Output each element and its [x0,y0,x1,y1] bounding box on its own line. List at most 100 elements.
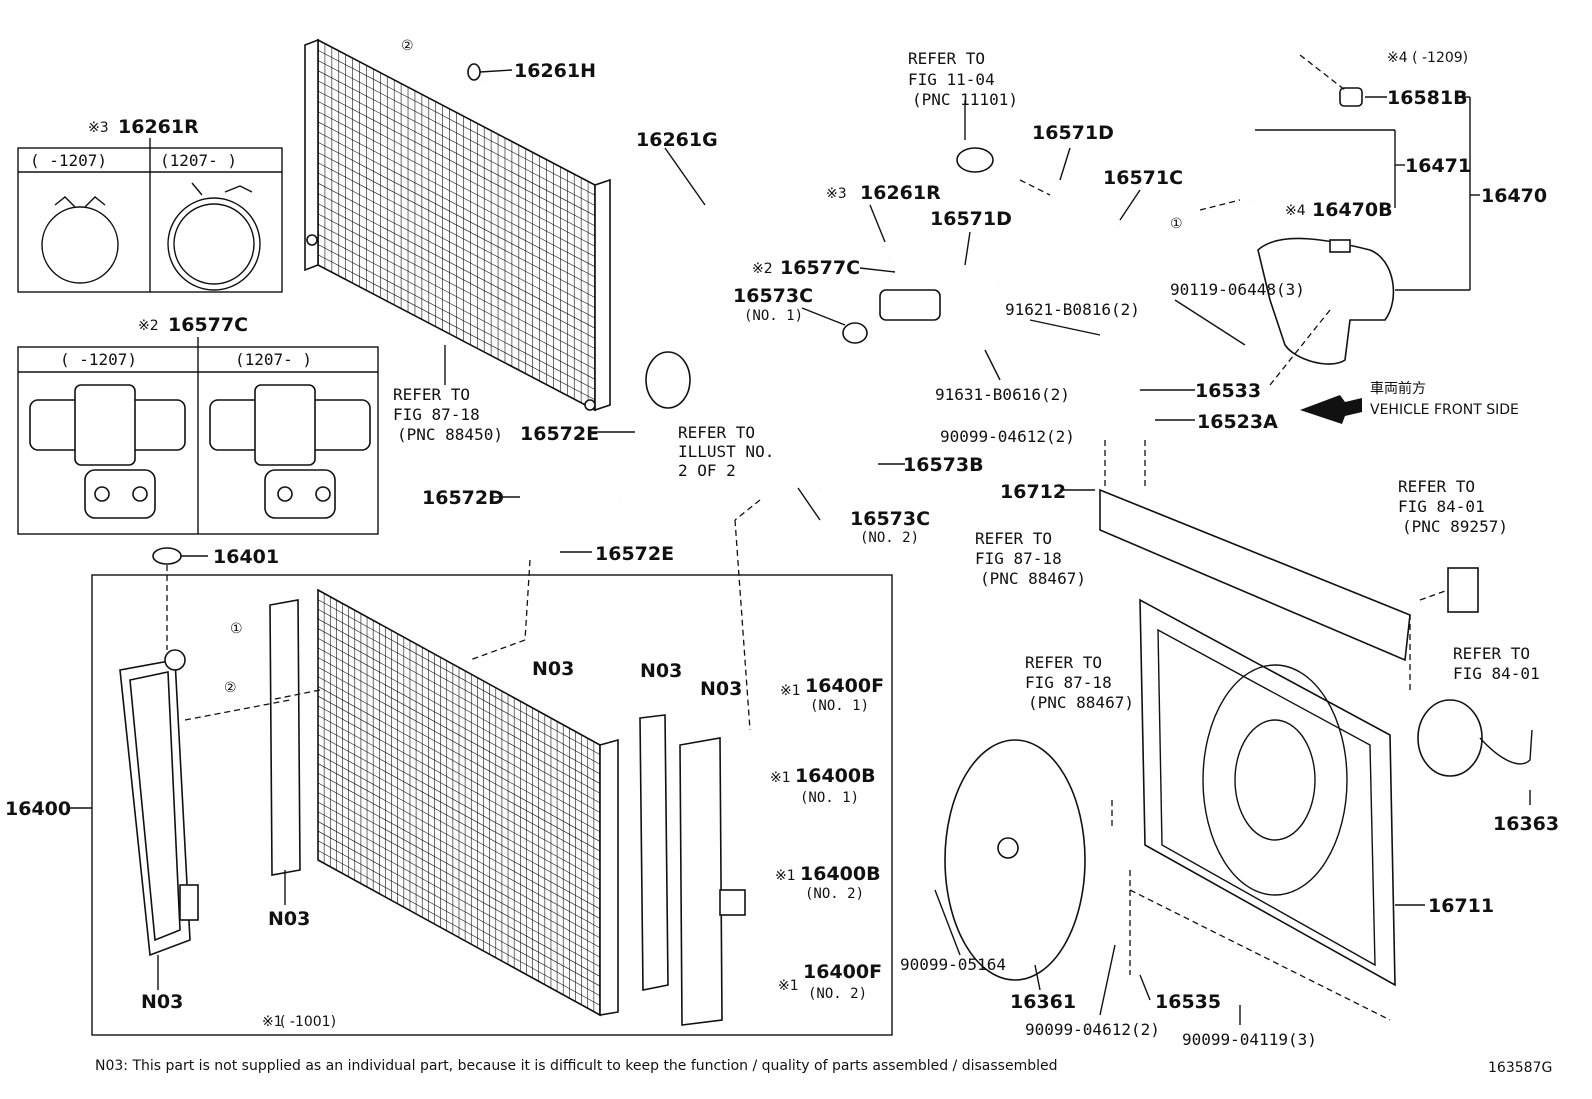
label-16573C-1: 16573C [733,285,813,307]
n03-right-tank: N03 [700,678,742,700]
svg-text:(PNC 89257): (PNC 89257) [1402,517,1508,536]
inset-hose-col1: ( -1207) [60,350,137,369]
vehicle-front-jp: 車両前方 [1370,380,1426,397]
inset-clamp-col2: (1207- ) [160,151,237,170]
label-90099-04612-a: 90099-04612(2) [940,427,1075,446]
label-16572E-2: 16572E [595,543,674,565]
guide-lines [166,54,1449,1021]
label-91621: 91621-B0816(2) [1005,300,1140,319]
marker-1-reservoir: ① [1170,216,1183,232]
svg-text:REFER TO: REFER TO [1398,477,1475,496]
label-90099-04612-b: 90099-04612(2) [1025,1020,1160,1039]
label-16261R: 16261R [860,182,941,204]
label-16712: 16712 [1000,481,1066,503]
label-90099-04119: 90099-04119(3) [1182,1030,1317,1049]
svg-text:REFER TO: REFER TO [1453,644,1530,663]
vehicle-front-en: VEHICLE FRONT SIDE [1370,402,1519,418]
gasket-left [269,599,301,876]
svg-text:FIG 84-01: FIG 84-01 [1398,497,1485,516]
label-16571D-2: 16571D [930,208,1012,230]
refer-illust-2-of-2[interactable]: REFER TO ILLUST NO. 2 OF 2 [678,423,774,480]
mark-16577C: ※2 [752,261,773,277]
note-4-range: ※4 ( -1209) [1387,50,1468,66]
label-16711: 16711 [1428,895,1494,917]
marker-1-box: ① [230,621,243,637]
inset-hose-part: 16577C [168,314,248,336]
label-16470B: 16470B [1312,199,1393,221]
label-16581B: 16581B [1387,87,1468,109]
box-note-range: ( -1001) [280,1014,336,1030]
label-16401: 16401 [213,546,279,568]
fan-16361 [944,739,1086,981]
n03-gasket-right: N03 [640,660,682,682]
sub-16573C-1: (NO. 1) [744,308,803,324]
label-16261H: 16261H [514,60,596,82]
refer-fig-84-01[interactable]: REFER TO FIG 84-01 [1453,644,1540,683]
radiator-assembly-box [91,574,893,1036]
gasket-right [639,714,669,991]
label-16261G: 16261G [636,129,718,151]
label-16571D-1: 16571D [1032,122,1114,144]
mark-16400B-1: ※1 [770,770,791,786]
label-16571C: 16571C [1103,167,1183,189]
mark-16470B: ※4 [1285,203,1306,219]
sub-16400B-2: (NO. 2) [805,886,864,902]
leader-lines [157,69,1531,1025]
label-16400: 16400 [5,798,71,820]
refer-fig-11-04[interactable]: REFER TO FIG 11-04 (PNC 11101) [908,49,1018,109]
svg-text:REFER TO: REFER TO [908,49,985,68]
svg-text:REFER TO: REFER TO [975,529,1052,548]
svg-text:(PNC 11101): (PNC 11101) [912,90,1018,109]
label-16470: 16470 [1481,185,1547,207]
condenser-drawing [304,38,611,412]
svg-text:FIG 87-18: FIG 87-18 [393,405,480,424]
inset-clamp-mark: ※3 [88,120,109,136]
label-16471: 16471 [1405,155,1471,177]
radiator-core [317,588,619,1017]
label-16400B-2: 16400B [800,863,881,885]
svg-text:ILLUST NO.: ILLUST NO. [678,442,774,461]
refer-fig-87-18-88450[interactable]: REFER TO FIG 87-18 (PNC 88450) [393,385,503,444]
fan-shroud-16711 [1139,598,1396,987]
label-16535: 16535 [1155,991,1221,1013]
label-90119: 90119-06448(3) [1170,280,1305,299]
n03-core: N03 [532,658,574,680]
figure-code: 163587G [1488,1060,1552,1076]
label-16400F-2: 16400F [803,961,882,983]
label-90099-05164: 90099-05164 [900,955,1006,974]
sub-16400B-1: (NO. 1) [800,790,859,806]
label-16523A: 16523A [1197,411,1278,433]
refer-fig-87-18-88467-b[interactable]: REFER TO FIG 87-18 (PNC 88467) [1025,653,1134,712]
inset-hose-mark: ※2 [138,318,159,334]
svg-text:FIG 84-01: FIG 84-01 [1453,664,1540,683]
refer-fig-87-18-88467-a[interactable]: REFER TO FIG 87-18 (PNC 88467) [975,529,1086,588]
radiator-right-tank [679,737,746,1026]
svg-text:(PNC 88467): (PNC 88467) [980,569,1086,588]
svg-text:2 OF 2: 2 OF 2 [678,461,736,480]
svg-text:FIG 87-18: FIG 87-18 [975,549,1062,568]
svg-text:REFER TO: REFER TO [393,385,470,404]
n03-left-tank: N03 [141,991,183,1013]
sub-16400F-2: (NO. 2) [808,986,867,1002]
label-16572E-1: 16572E [520,423,599,445]
n03-gasket-left: N03 [268,908,310,930]
svg-text:REFER TO: REFER TO [1025,653,1102,672]
sub-16400F-1: (NO. 1) [810,698,869,714]
marker-2-box: ② [224,680,237,696]
label-16363: 16363 [1493,813,1559,835]
inset-clamp-16261R [17,138,283,293]
fan-motor-16363 [1417,699,1533,777]
label-16533: 16533 [1195,380,1261,402]
radiator-left-tank [119,649,199,957]
inset-clamp-part: 16261R [118,116,199,138]
inset-hose-col2: (1207- ) [235,350,312,369]
refer-fig-84-01-89257[interactable]: REFER TO FIG 84-01 (PNC 89257) [1398,477,1508,536]
vehicle-front-arrow [1300,395,1362,424]
svg-text:(PNC 88450): (PNC 88450) [397,425,503,444]
reservoir-tank-16470 [1257,237,1395,365]
svg-text:FIG 87-18: FIG 87-18 [1025,673,1112,692]
label-16361: 16361 [1010,991,1076,1013]
mark-16400F-1: ※1 [780,683,801,699]
marker-2-top: ② [401,38,414,54]
